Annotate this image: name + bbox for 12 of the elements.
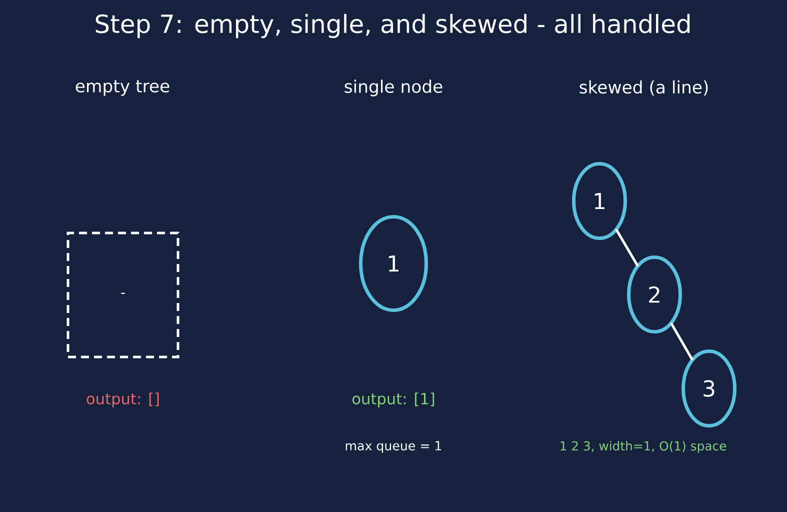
note-text: max queue = 1 xyxy=(346,441,442,453)
tree-edge xyxy=(615,228,639,267)
tree-node: 3 xyxy=(682,350,736,428)
title: Step 7: empty, single, and skewed - all handled xyxy=(96,14,690,38)
tree-edge xyxy=(670,322,694,361)
panel-heading: empty tree xyxy=(76,80,170,96)
output-text: output: [1] xyxy=(352,392,434,408)
panel-heading: single node xyxy=(344,80,442,96)
tree-node: 2 xyxy=(627,256,682,334)
tree-node: 1 xyxy=(359,215,428,312)
tree-node: 1 xyxy=(572,162,627,240)
empty-tree-box: - xyxy=(66,232,180,358)
